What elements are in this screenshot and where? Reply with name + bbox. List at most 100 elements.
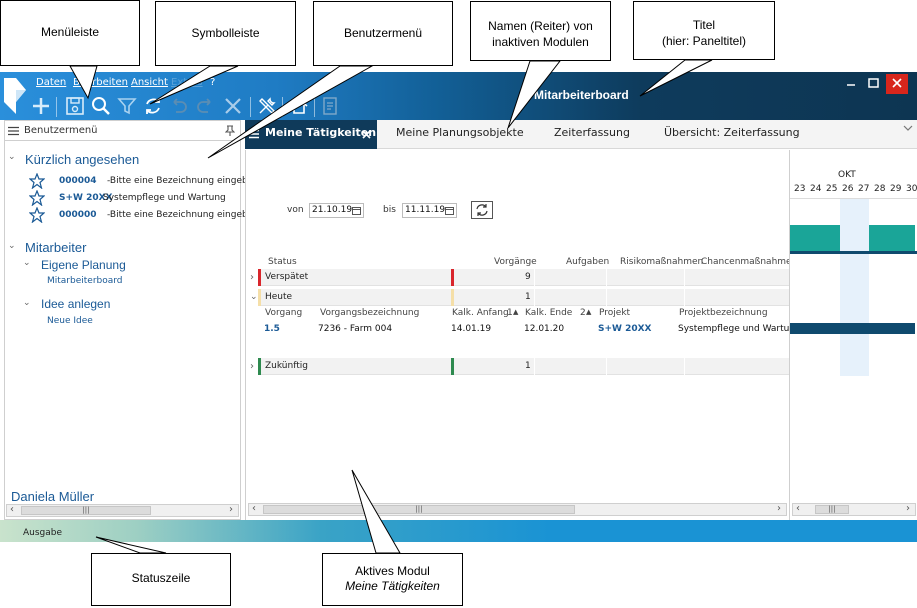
gantt-month: OKT xyxy=(838,170,856,180)
table-row[interactable]: 1.5 7236 - Farm 004 14.01.19 12.01.20 S+… xyxy=(258,321,801,337)
minimize-icon[interactable] xyxy=(840,74,862,94)
chevron-down-icon[interactable]: ⌄ xyxy=(250,292,258,302)
scrollbar-thumb[interactable]: ||| xyxy=(815,505,849,514)
column-risikomassnahmen[interactable]: Risikomaßnahmen xyxy=(620,257,704,267)
sort-asc-icon[interactable]: ▲ xyxy=(513,308,519,316)
to-date-value: 11.11.19 xyxy=(405,205,446,215)
scroll-right-icon[interactable]: › xyxy=(229,504,233,515)
grid-line xyxy=(606,358,607,375)
column-chancenmassnahmen[interactable]: Chancenmaßnahmen xyxy=(701,257,798,267)
scroll-right-icon[interactable]: › xyxy=(777,503,781,514)
gantt-bar[interactable] xyxy=(790,225,840,253)
chevron-down-icon[interactable]: ⌄ xyxy=(8,241,16,251)
vorgang-number[interactable]: 1.5 xyxy=(264,324,280,334)
menu-ansicht[interactable]: Ansicht xyxy=(131,77,168,88)
main-scrollbar[interactable]: ‹ ||| › xyxy=(248,503,787,516)
filter-icon[interactable] xyxy=(116,95,138,117)
idee-anlegen-group[interactable]: Idee anlegen xyxy=(41,297,111,311)
column-aufgaben[interactable]: Aufgaben xyxy=(566,257,610,267)
neue-idee-link[interactable]: Neue Idee xyxy=(47,316,93,326)
projekt-link[interactable]: S+W 20XX xyxy=(598,324,652,334)
chevron-down-icon[interactable]: ⌄ xyxy=(23,258,31,268)
column-projektbezeichnung[interactable]: Projektbezeichnung xyxy=(679,308,768,318)
scrollbar-thumb[interactable]: ||| xyxy=(263,505,575,514)
column-status[interactable]: Status xyxy=(268,257,297,267)
chevron-down-icon[interactable]: ⌄ xyxy=(8,152,16,162)
from-date-field[interactable]: 21.10.19 xyxy=(309,203,364,218)
star-icon[interactable] xyxy=(29,207,45,223)
pin-icon[interactable] xyxy=(225,125,235,136)
to-date-field[interactable]: 11.11.19 xyxy=(402,203,457,218)
status-group-row[interactable]: Zukünftig 1 xyxy=(258,358,790,375)
tab-overflow-icon[interactable] xyxy=(903,124,913,132)
tab-meine-taetigkeiten[interactable]: Meine Tätigkeiten xyxy=(245,120,377,149)
calendar-icon[interactable] xyxy=(445,206,454,215)
menu-bearbeiten[interactable]: Bearbeiten xyxy=(73,77,128,88)
delete-icon[interactable] xyxy=(222,95,244,117)
status-group-row[interactable]: Heute 1 xyxy=(258,289,790,306)
column-vorgang[interactable]: Vorgang xyxy=(265,308,303,318)
close-tab-icon[interactable] xyxy=(362,130,371,139)
gantt-detail-bar[interactable] xyxy=(790,323,915,334)
user-menu-header: Benutzermenü xyxy=(5,121,240,141)
recent-item-description: -Bitte eine Bezeichnung eingeben- xyxy=(107,210,263,220)
vorgang-bezeichnung: 7236 - Farm 004 xyxy=(318,324,393,334)
report-icon[interactable] xyxy=(320,95,342,117)
star-icon[interactable] xyxy=(29,190,45,206)
scroll-right-icon[interactable]: › xyxy=(906,503,910,514)
undo-icon[interactable] xyxy=(168,95,190,117)
scroll-left-icon[interactable]: ‹ xyxy=(796,503,800,514)
group-count: 1 xyxy=(525,292,531,302)
chevron-right-icon[interactable]: › xyxy=(250,272,254,283)
gantt-scrollbar[interactable]: ‹ ||| › xyxy=(792,503,916,516)
eigene-planung-group[interactable]: Eigene Planung xyxy=(41,258,126,272)
menu-icon[interactable] xyxy=(249,129,259,139)
save-icon[interactable] xyxy=(64,95,86,117)
recent-section-title[interactable]: Kürzlich angesehen xyxy=(25,152,140,167)
recent-item-number: S+W 20XX xyxy=(59,193,113,203)
refresh-icon[interactable] xyxy=(471,201,493,219)
grid-line xyxy=(534,289,535,306)
sort-asc-icon[interactable]: ▲ xyxy=(586,308,592,316)
menu-help[interactable]: ? xyxy=(210,77,216,88)
tools-icon[interactable] xyxy=(256,95,278,117)
star-icon[interactable] xyxy=(29,173,45,189)
group-count: 9 xyxy=(525,272,531,282)
group-label: Heute xyxy=(265,292,293,302)
mitarbeiter-section-title[interactable]: Mitarbeiter xyxy=(25,240,87,255)
scroll-left-icon[interactable]: ‹ xyxy=(252,503,256,514)
left-panel-scrollbar[interactable]: ‹ ||| › xyxy=(6,504,239,517)
calendar-icon[interactable] xyxy=(352,206,361,215)
column-kalk-anfang[interactable]: Kalk. Anfang xyxy=(452,308,509,318)
redo-icon[interactable] xyxy=(194,95,216,117)
home-icon[interactable] xyxy=(288,95,310,117)
refresh-icon[interactable] xyxy=(142,95,164,117)
user-menu-title: Benutzermenü xyxy=(24,125,98,136)
status-group-row[interactable]: Verspätet 9 xyxy=(258,269,790,286)
chevron-right-icon[interactable]: › xyxy=(250,361,254,372)
tab-uebersicht-zeiterfassung[interactable]: Übersicht: Zeiterfassung xyxy=(664,126,800,139)
column-projekt[interactable]: Projekt xyxy=(599,308,631,318)
column-kalk-ende[interactable]: Kalk. Ende xyxy=(525,308,573,318)
menu-extras[interactable]: Extras xyxy=(171,77,203,88)
search-icon[interactable] xyxy=(90,95,112,117)
close-window-icon[interactable] xyxy=(886,74,908,94)
group-label: Zukünftig xyxy=(265,361,308,371)
menu-daten[interactable]: Daten xyxy=(36,77,67,88)
maximize-icon[interactable] xyxy=(862,74,884,94)
column-vorgangsbezeichnung[interactable]: Vorgangsbezeichnung xyxy=(320,308,420,318)
grid-line xyxy=(684,358,685,375)
add-icon[interactable] xyxy=(30,95,52,117)
chevron-down-icon[interactable]: ⌄ xyxy=(23,298,31,308)
to-label: bis xyxy=(383,205,396,215)
mitarbeiterboard-link[interactable]: Mitarbeiterboard xyxy=(47,276,123,286)
tab-zeiterfassung[interactable]: Zeiterfassung xyxy=(554,126,630,139)
scroll-left-icon[interactable]: ‹ xyxy=(10,504,14,515)
gantt-bar[interactable] xyxy=(869,225,915,253)
status-color-bar xyxy=(451,269,454,286)
tab-meine-planungsobjekte[interactable]: Meine Planungsobjekte xyxy=(396,126,524,139)
column-vorgaenge[interactable]: Vorgänge xyxy=(494,257,537,267)
gantt-day: 30 xyxy=(906,184,917,194)
menu-icon[interactable] xyxy=(8,126,19,136)
scrollbar-thumb[interactable]: ||| xyxy=(21,506,151,515)
